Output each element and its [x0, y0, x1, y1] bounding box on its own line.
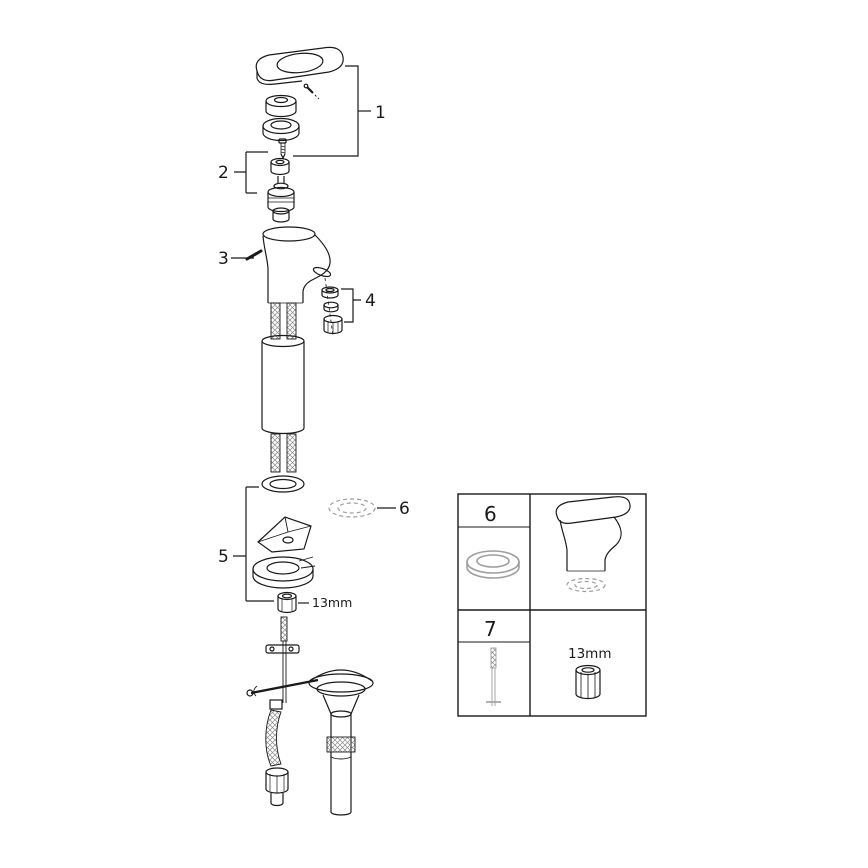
callout-2-bracket [234, 151, 268, 194]
faucet-body [262, 226, 332, 304]
handle-cap [265, 94, 297, 118]
inset-rod [486, 647, 501, 706]
drain-tailpipe [326, 710, 356, 816]
fixing-screw [278, 138, 287, 160]
callout-5-bracket [233, 486, 274, 602]
inset-nut-size-label: 13mm [568, 646, 611, 662]
escutcheon-ring [262, 117, 300, 142]
callout-2-label: 2 [218, 163, 229, 183]
callout-5-label: 5 [218, 547, 229, 567]
hose-section-lower [270, 433, 297, 473]
aerator-stack [321, 286, 343, 335]
cartridge [267, 176, 295, 223]
callout-4-bracket [341, 288, 361, 323]
hose-section-upper [270, 302, 297, 340]
cartridge-bushing [270, 157, 290, 176]
spare-gasket-6 [328, 498, 376, 518]
handle-lever [255, 46, 344, 85]
callout-3-label: 3 [218, 249, 229, 269]
inset-cell-7-label: 7 [484, 617, 497, 641]
callout-6-label: 6 [399, 499, 410, 519]
handle-set-screw [303, 83, 320, 100]
inset-box [457, 493, 647, 717]
base-gasket [261, 475, 305, 493]
drain-flange [308, 669, 374, 715]
callout-4-label: 4 [365, 291, 376, 311]
popup-linkage [246, 644, 319, 697]
inset-gasket [466, 550, 520, 579]
horseshoe-washer [252, 556, 316, 589]
nut-size-label: 13mm [312, 595, 352, 610]
supply-hose [265, 699, 289, 807]
callout-1-bracket [293, 65, 371, 157]
callout-1-label: 1 [375, 103, 386, 123]
threaded-stud [280, 616, 288, 703]
extension-shaft [261, 334, 305, 435]
inset-nut [575, 664, 601, 700]
clamp-wedge [257, 516, 312, 553]
aerator-axis-dashed [324, 277, 334, 337]
mounting-nut [277, 591, 297, 614]
inset-cell-6-label: 6 [484, 502, 497, 526]
inset-faucet [555, 496, 631, 593]
